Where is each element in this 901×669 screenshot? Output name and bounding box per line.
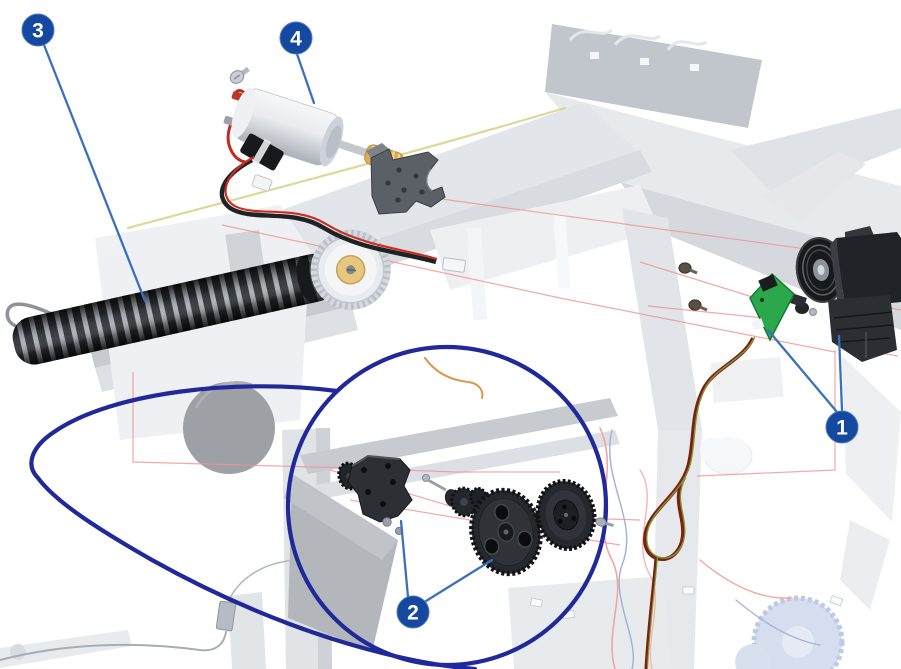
callout-number: 4	[290, 28, 302, 51]
faint-blue-gear	[735, 595, 845, 669]
callout-circle	[279, 21, 313, 55]
callout-3: 3	[21, 13, 147, 303]
callout-number: 3	[32, 20, 44, 43]
motor-assembly	[219, 66, 466, 273]
encoder-sensor-pcb	[749, 272, 795, 342]
roller-hook	[5, 302, 61, 329]
motor-wire-red	[224, 156, 438, 261]
callout-circle	[396, 595, 430, 629]
ferrite-block	[240, 133, 284, 171]
callout-1: 1	[766, 328, 859, 444]
motor-screw	[229, 66, 250, 84]
callout-circle	[825, 410, 859, 444]
callout-leader-line	[295, 52, 316, 105]
pcb-connector	[758, 274, 778, 292]
gear-screw	[595, 517, 614, 528]
motor-wire-black	[219, 158, 437, 265]
callout-number: 1	[836, 417, 848, 440]
callout-leader-line	[837, 334, 844, 412]
callout-circle	[21, 13, 55, 47]
loose-screws	[678, 262, 708, 312]
roller-assembly	[5, 229, 391, 365]
callout-leader-line	[424, 558, 494, 603]
magnifier-loop	[29, 344, 609, 669]
motor-mount-black	[809, 226, 901, 362]
gear-bracket	[337, 454, 413, 536]
callout-4: 4	[279, 21, 316, 105]
callout-leader-line	[399, 519, 410, 599]
large-gear	[469, 487, 543, 577]
pcb-sticker	[750, 318, 765, 331]
yellow-cable	[126, 106, 567, 230]
background-wires	[0, 106, 844, 669]
callout-leader-line	[766, 328, 839, 414]
magnifier-circle	[285, 344, 609, 668]
motor-shaft	[338, 140, 368, 157]
callout-number: 2	[407, 602, 419, 625]
roller-body	[12, 229, 391, 365]
callout-2: 2	[396, 519, 494, 629]
motor-wire-connector	[441, 257, 466, 273]
roller-gear	[310, 229, 391, 310]
mount-bracket	[366, 143, 446, 215]
sensor-cable	[643, 336, 756, 669]
sensor-assembly	[643, 226, 901, 669]
orange-cable	[424, 357, 484, 399]
medium-gear	[535, 478, 597, 552]
callout-leader-line	[42, 43, 147, 303]
white-clip	[251, 174, 273, 192]
gear-assembly	[337, 454, 614, 577]
